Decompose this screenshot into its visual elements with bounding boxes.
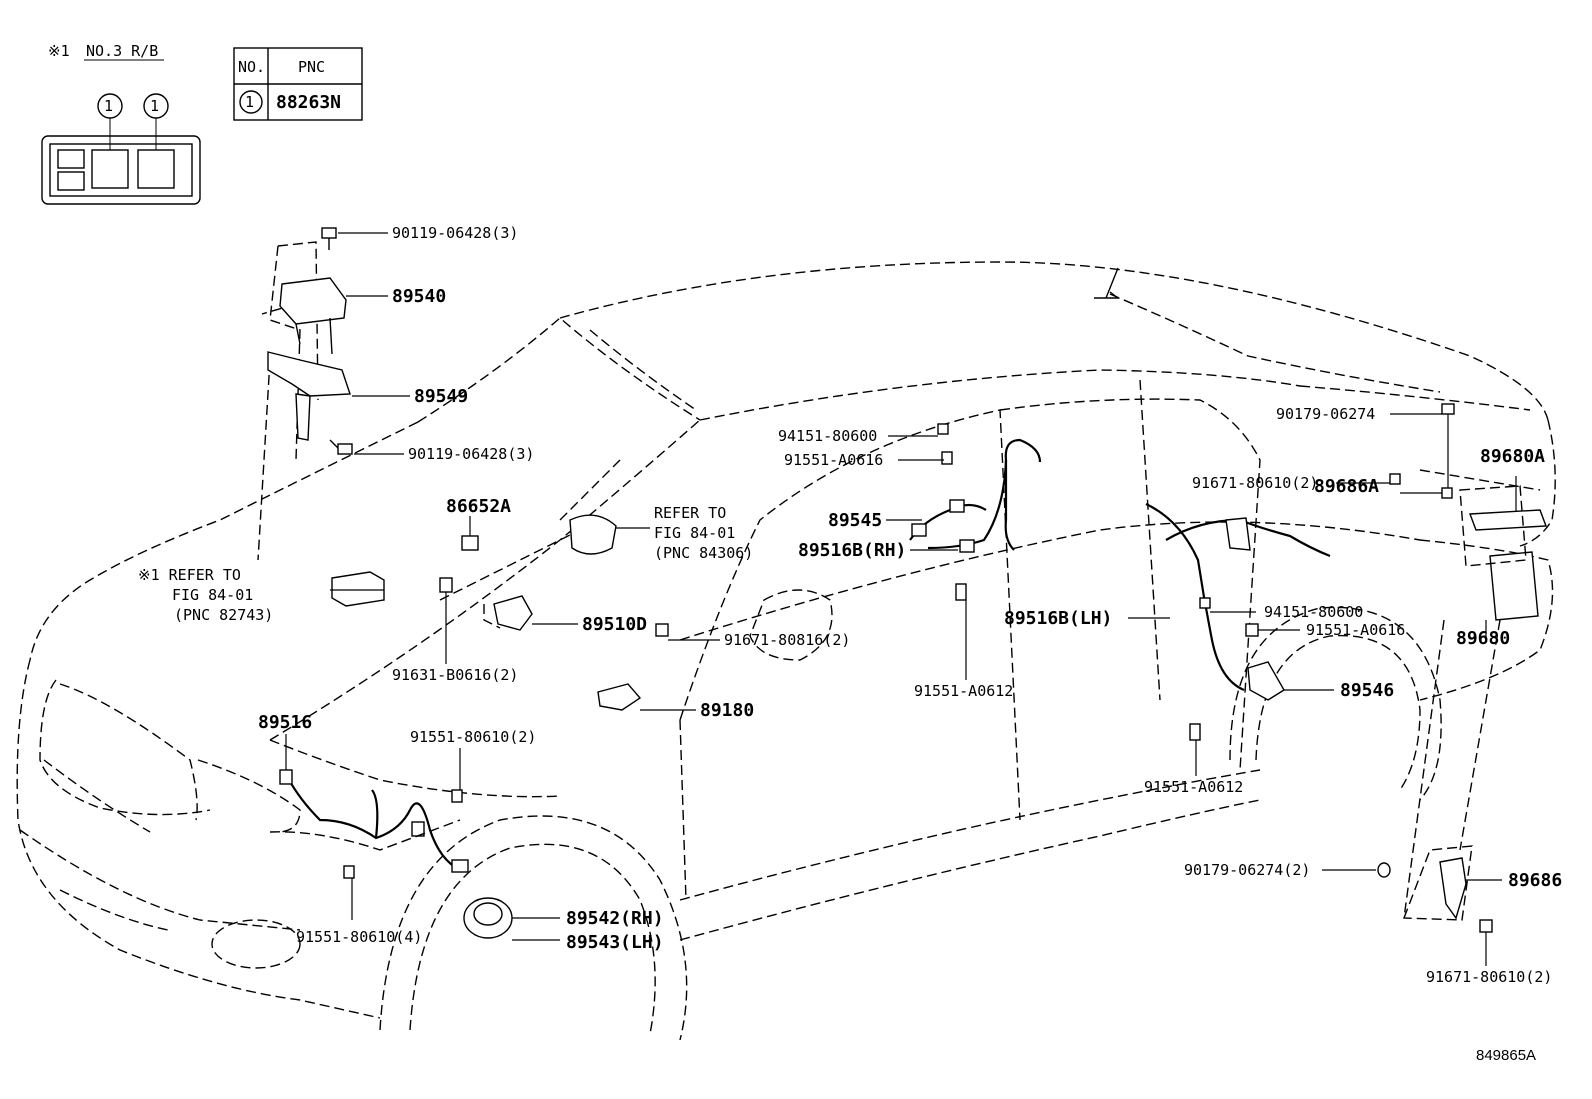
label-89680A: 89680A — [1480, 446, 1545, 467]
label-86652A: 86652A — [446, 496, 511, 517]
label-91551-80610-4: 91551-80610(4) — [296, 928, 422, 946]
label-refer-82743-line1: ※1 REFER TO — [138, 566, 241, 584]
leader-lines — [285, 232, 1517, 966]
label-91671-80610-bottom: 91671-80610(2) — [1426, 968, 1552, 986]
label-89680: 89680 — [1456, 628, 1510, 649]
label-89545: 89545 — [828, 510, 882, 531]
label-91551-80610-2: 91551-80610(2) — [410, 728, 536, 746]
label-89516: 89516 — [258, 712, 312, 733]
pnc-table-header-pnc: PNC — [298, 58, 325, 76]
pnc-table-row-no: 1 — [245, 93, 254, 111]
module-82743-icon — [331, 571, 385, 607]
label-90119-06428-top: 90119-06428(3) — [392, 224, 518, 242]
relay-marker-number: 1 — [150, 97, 159, 115]
label-89542-rh: 89542(RH) — [566, 908, 664, 929]
bracket-89686-icon — [1439, 857, 1467, 920]
label-89516B-rh: 89516B(RH) — [798, 540, 906, 561]
legend-note-mark: ※1 — [48, 42, 70, 60]
front-harness-89516 — [287, 777, 461, 871]
relay-marker-circle — [97, 93, 123, 119]
label-89686A: 89686A — [1314, 476, 1379, 497]
label-refer-84306-line1: REFER TO — [654, 504, 726, 522]
relay-block-legend: ※1 NO.3 R/B 1 1 NO. PNC 1 88263N — [41, 42, 363, 205]
label-89549: 89549 — [414, 386, 468, 407]
ecu-89680-icon — [1489, 551, 1539, 621]
figure-code: 849865A — [1476, 1047, 1536, 1064]
label-94151-80600-b: 94151-80600 — [1264, 603, 1363, 621]
label-89543-lh: 89543(LH) — [566, 932, 664, 953]
label-91631-B0616: 91631-B0616(2) — [392, 666, 518, 684]
label-91671-80610-top: 91671-80610(2) — [1192, 474, 1318, 492]
label-89540: 89540 — [392, 286, 446, 307]
label-90179-06274: 90179-06274 — [1276, 405, 1375, 423]
label-90179-06274-2: 90179-06274(2) — [1184, 861, 1310, 879]
label-89546: 89546 — [1340, 680, 1394, 701]
label-91551-A0612-a: 91551-A0612 — [914, 682, 1013, 700]
label-91671-80816: 91671-80816(2) — [724, 631, 850, 649]
part-89540-assembly — [257, 227, 353, 561]
module-89540-icon — [279, 277, 347, 325]
label-refer-82743-line3: (PNC 82743) — [174, 606, 273, 624]
relay-marker-circle — [143, 93, 169, 119]
sensor-89180-icon — [597, 683, 642, 711]
label-refer-82743-line2: FIG 84-01 — [172, 586, 253, 604]
label-refer-84306-line3: (PNC 84306) — [654, 544, 753, 562]
bracket-89549-icon — [267, 351, 351, 397]
label-90119-06428-bottom: 90119-06428(3) — [408, 445, 534, 463]
connector-86652A-icon — [461, 535, 479, 551]
sensor-89510D-icon — [493, 595, 533, 631]
label-89510D: 89510D — [582, 614, 647, 635]
module-89680A-icon — [1469, 509, 1547, 531]
pnc-table-row-pnc: 88263N — [276, 92, 341, 113]
label-refer-84306-line2: FIG 84-01 — [654, 524, 735, 542]
vehicle-outline — [16, 261, 1556, 1041]
sensor-89546-icon — [1247, 661, 1285, 701]
label-91551-A0616-b: 91551-A0616 — [1306, 621, 1405, 639]
label-89516B-lh: 89516B(LH) — [1004, 608, 1112, 629]
legend-note-title: NO.3 R/B — [86, 42, 158, 60]
pnc-table-header-no: NO. — [238, 58, 265, 76]
label-94151-80600-a: 94151-80600 — [778, 427, 877, 445]
relay-marker-number: 1 — [104, 97, 113, 115]
label-91551-A0616-a: 91551-A0616 — [784, 451, 883, 469]
label-91551-A0612-b: 91551-A0612 — [1144, 778, 1243, 796]
label-89686: 89686 — [1508, 870, 1562, 891]
label-89180: 89180 — [700, 700, 754, 721]
clock-spring-icon — [569, 514, 617, 555]
